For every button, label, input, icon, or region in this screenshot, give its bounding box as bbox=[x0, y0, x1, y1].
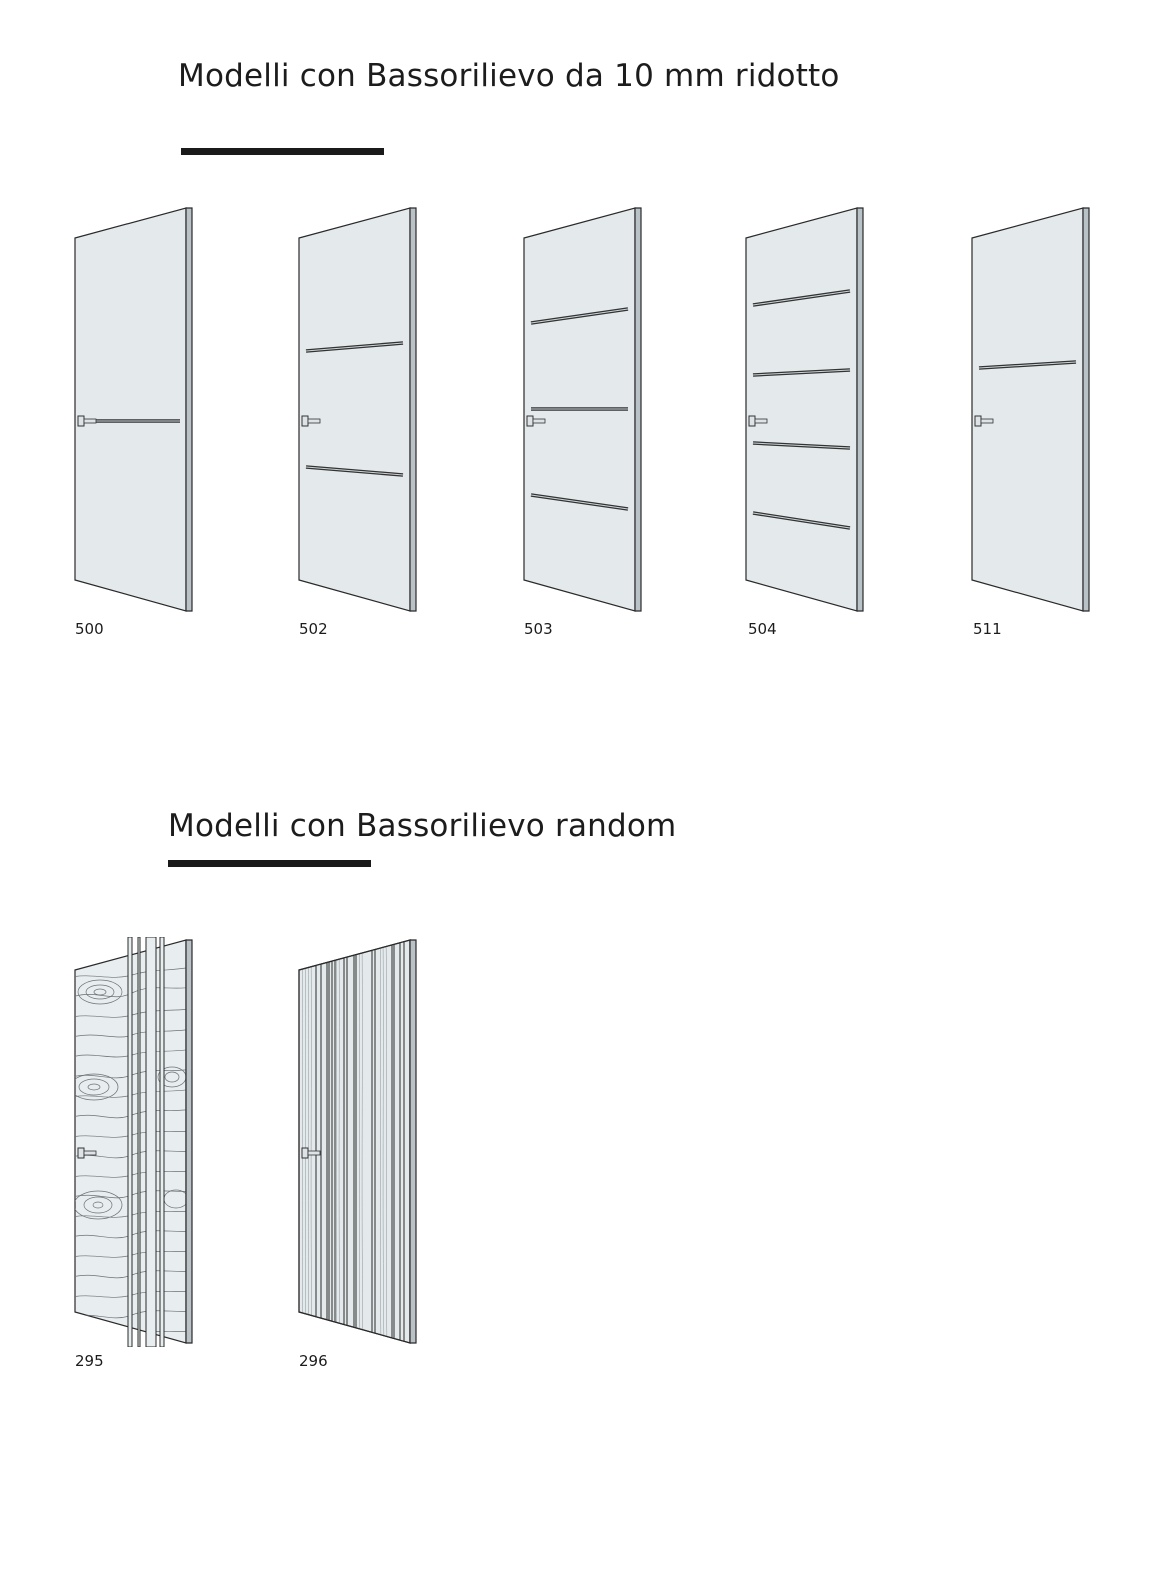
section-divider bbox=[181, 148, 384, 155]
section-title-random: Modelli con Bassorilievo random bbox=[168, 808, 677, 844]
model-code: 503 bbox=[524, 620, 553, 638]
model-code: 295 bbox=[75, 1352, 104, 1370]
door-model-295[interactable] bbox=[72, 937, 204, 1347]
section-divider bbox=[168, 860, 371, 867]
door-model-503[interactable] bbox=[521, 205, 653, 615]
door-model-500[interactable] bbox=[72, 205, 204, 615]
door-model-511[interactable] bbox=[969, 205, 1101, 615]
door-model-296[interactable] bbox=[296, 937, 428, 1347]
model-code: 296 bbox=[299, 1352, 328, 1370]
door-model-504[interactable] bbox=[743, 205, 875, 615]
model-code: 504 bbox=[748, 620, 777, 638]
section-title-reduced: Modelli con Bassorilievo da 10 mm ridott… bbox=[178, 58, 840, 94]
model-code: 511 bbox=[973, 620, 1002, 638]
model-code: 500 bbox=[75, 620, 104, 638]
model-code: 502 bbox=[299, 620, 328, 638]
door-model-502[interactable] bbox=[296, 205, 428, 615]
